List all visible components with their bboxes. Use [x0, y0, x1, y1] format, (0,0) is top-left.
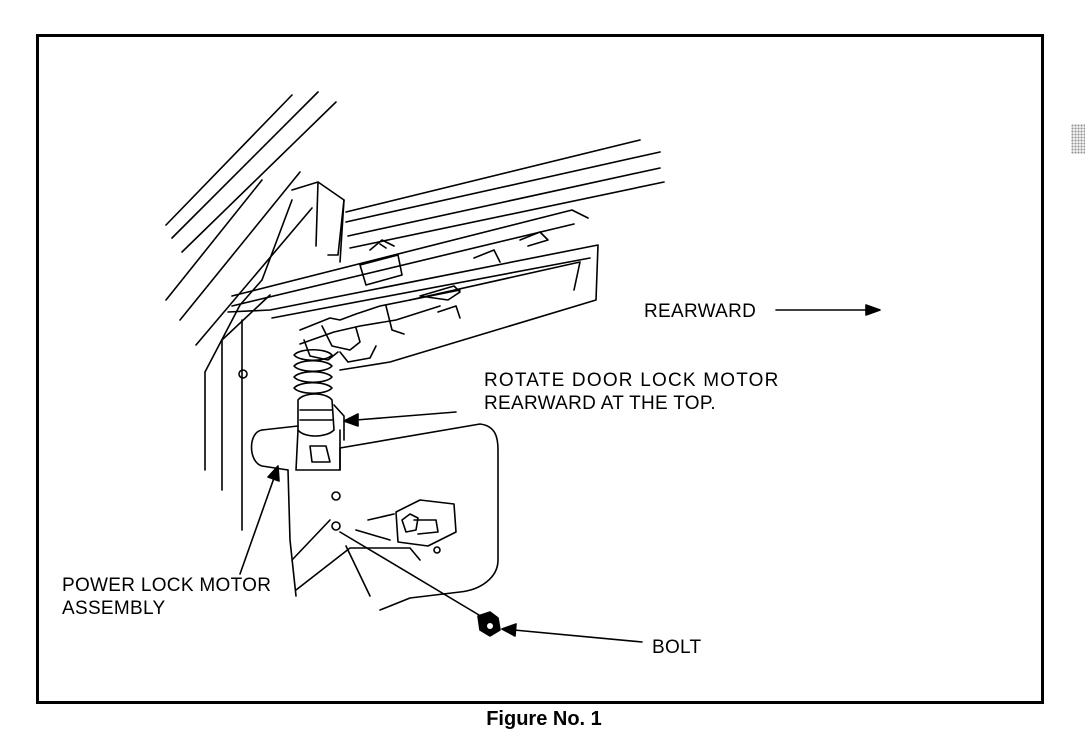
door-shell	[238, 369, 499, 611]
lock-motor	[293, 348, 345, 471]
window-post	[291, 181, 345, 263]
power-lock-label-line2: ASSEMBLY	[62, 598, 166, 619]
bolt-arrow	[501, 623, 643, 643]
power-lock-label-line1: POWER LOCK MOTOR	[62, 575, 272, 596]
figure-caption: Figure No. 1	[486, 708, 602, 730]
rearward-label: REARWARD	[644, 301, 757, 322]
rotate-arrow	[343, 411, 457, 427]
rotate-label-line1: ROTATE DOOR LOCK MOTOR	[484, 370, 780, 391]
motor-assembly-arrow	[239, 465, 280, 575]
inner-panel	[227, 231, 599, 371]
window-channel	[231, 139, 665, 307]
bolt-icon	[477, 611, 501, 637]
bolt-path-line	[339, 531, 485, 619]
scan-artifact	[1071, 124, 1085, 154]
bolt-label: BOLT	[652, 637, 702, 658]
window-pillar	[165, 91, 337, 531]
lock-linkage	[299, 285, 461, 363]
figure-frame	[36, 34, 1044, 704]
rearward-arrow	[775, 304, 881, 316]
latch-area	[355, 499, 457, 554]
rotate-label-line2: REARWARD AT THE TOP.	[484, 393, 716, 414]
